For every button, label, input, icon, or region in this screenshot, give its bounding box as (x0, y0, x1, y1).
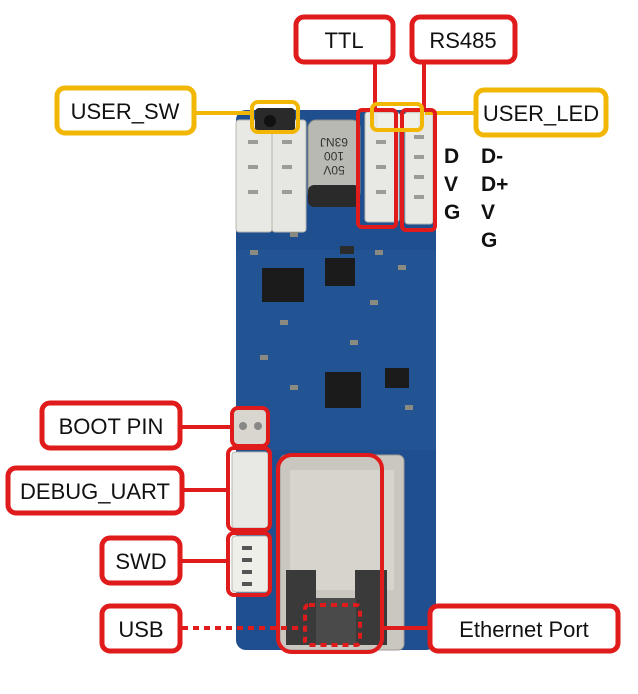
capacitor-text-1: 63NJ (320, 135, 348, 149)
connector-left-2 (272, 120, 306, 232)
label-debug-uart-text: DEBUG_UART (20, 479, 170, 504)
rs485-pin-d-plus: D+ (481, 173, 508, 196)
ic-chip-1 (262, 268, 304, 302)
rs485-pin-legend: D- D+ V G (481, 145, 508, 252)
rs485-pin-d-minus: D- (481, 145, 503, 168)
label-user-led-text: USER_LED (483, 101, 599, 126)
capacitor: 63NJ 100 50V (308, 120, 360, 207)
capacitor-text-2: 100 (324, 149, 344, 163)
label-user-led: USER_LED (476, 90, 606, 135)
debug-uart-connector (232, 452, 268, 528)
label-ttl: TTL (296, 17, 393, 62)
label-rs485: RS485 (412, 17, 515, 62)
ic-chip-3 (385, 368, 409, 388)
rs485-pin-v: V (481, 201, 495, 224)
connector-left-1 (236, 120, 272, 232)
label-ethernet-port-text: Ethernet Port (459, 617, 589, 642)
label-user-sw-text: USER_SW (71, 99, 180, 124)
rs485-pin-g: G (481, 229, 497, 252)
ic-chip-main (325, 372, 361, 408)
ttl-pin-d: D (444, 145, 459, 168)
ttl-pin-legend: D V G (444, 145, 460, 224)
label-ttl-text: TTL (324, 28, 363, 53)
label-debug-uart: DEBUG_UART (8, 468, 182, 513)
board-illustration: 63NJ 100 50V (232, 108, 436, 650)
label-swd: SWD (102, 538, 180, 583)
label-rs485-text: RS485 (429, 28, 496, 53)
capacitor-text-3: 50V (323, 163, 344, 177)
label-boot-pin-text: BOOT PIN (59, 414, 164, 439)
ic-chip-2 (325, 258, 355, 286)
label-usb: USB (102, 606, 180, 651)
label-ethernet-port: Ethernet Port (430, 606, 618, 651)
ttl-pin-g: G (444, 201, 460, 224)
ttl-pin-v: V (444, 173, 458, 196)
label-user-sw: USER_SW (57, 88, 194, 133)
label-swd-text: SWD (115, 549, 166, 574)
ethernet-jack (280, 455, 404, 650)
label-boot-pin: BOOT PIN (42, 403, 180, 448)
boot-pin-header (234, 410, 268, 444)
label-usb-text: USB (118, 617, 163, 642)
